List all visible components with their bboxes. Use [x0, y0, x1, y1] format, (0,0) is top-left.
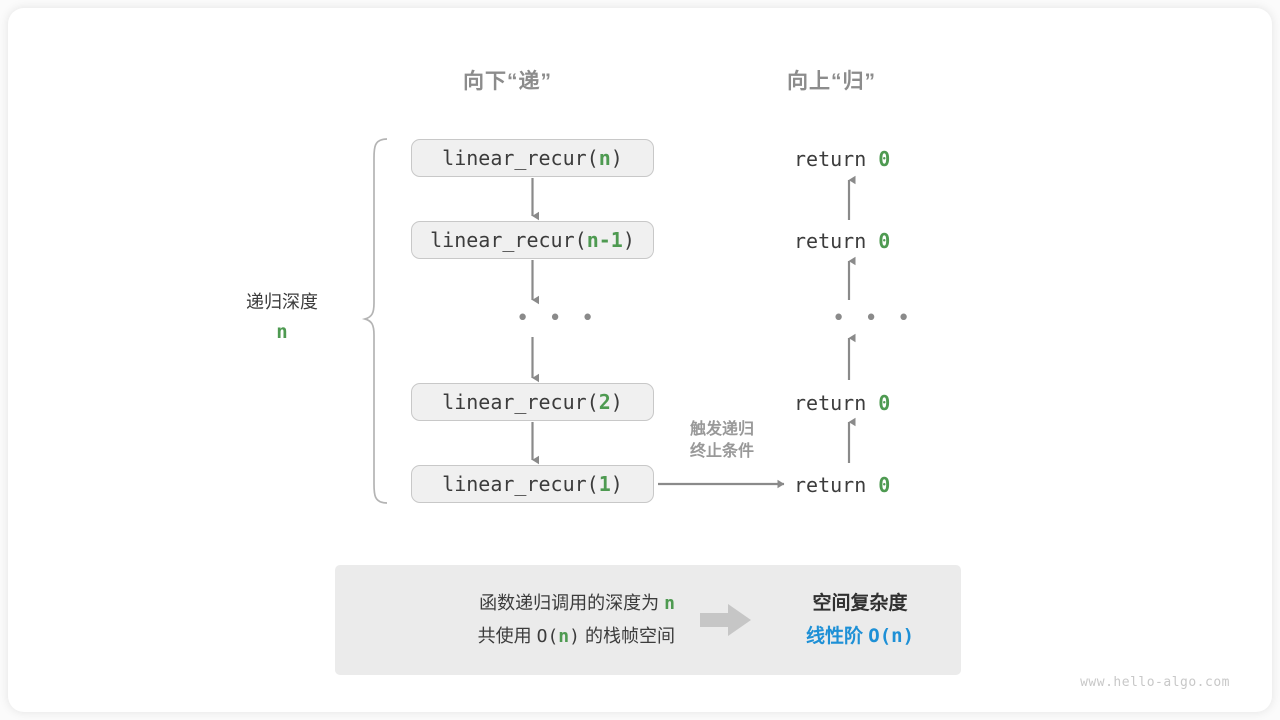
call-prefix: linear_recur( — [442, 146, 599, 170]
summary-line-2: 共使用 O(n) 的栈帧空间 — [335, 620, 675, 653]
call-suffix: ) — [610, 390, 623, 414]
return-value: 0 — [878, 229, 891, 253]
return-keyword: return — [794, 473, 867, 497]
recursion-depth-label: 递归深度 n — [198, 289, 366, 346]
call-suffix: ) — [610, 146, 623, 170]
call-prefix: linear_recur( — [442, 472, 599, 496]
call-frame-box: linear_recur(n) — [411, 139, 654, 177]
call-suffix: ) — [610, 472, 623, 496]
return-statement: return 0 — [794, 147, 890, 171]
summary-line-2-close: ) — [569, 626, 580, 647]
return-statement: return 0 — [794, 473, 890, 497]
summary-line-2-text: 共使用 — [477, 626, 532, 646]
return-keyword: return — [794, 391, 867, 415]
column-header-ascend: 向上“归” — [787, 70, 876, 93]
call-arg: 1 — [598, 472, 611, 496]
call-arg: 2 — [598, 390, 611, 414]
summary-line-1-text: 函数递归调用的深度为 — [479, 593, 660, 613]
complexity-title: 空间复杂度 — [812, 593, 908, 614]
call-arg: n — [598, 146, 611, 170]
recursion-depth-text: 递归深度 — [246, 292, 318, 312]
return-value: 0 — [878, 391, 891, 415]
summary-description: 函数递归调用的深度为 n 共使用 O(n) 的栈帧空间 — [335, 587, 693, 653]
depth-brace — [361, 138, 388, 504]
ellipsis-ascend: • • • — [832, 306, 914, 331]
complexity-notation: O(n) — [868, 625, 915, 647]
base-case-line-2: 终止条件 — [689, 443, 754, 460]
summary-line-2-o: O( — [536, 626, 559, 647]
recursion-depth-value: n — [276, 321, 288, 343]
column-header-descend: 向下“递” — [463, 70, 552, 93]
return-keyword: return — [794, 229, 867, 253]
call-arg: n-1 — [586, 228, 623, 252]
summary-line-1-n: n — [664, 593, 675, 614]
return-value: 0 — [878, 147, 891, 171]
summary-conclusion: 空间复杂度 线性阶 O(n) — [759, 587, 961, 653]
complexity-summary-panel: 函数递归调用的深度为 n 共使用 O(n) 的栈帧空间 空间复杂度 线性阶 — [335, 565, 961, 675]
return-statement: return 0 — [794, 229, 890, 253]
base-case-line-1: 触发递归 — [689, 421, 754, 438]
base-case-annotation: 触发递归 终止条件 — [662, 419, 782, 463]
summary-line-1: 函数递归调用的深度为 n — [335, 587, 675, 620]
ellipsis-descend: • • • — [516, 306, 598, 331]
complexity-order-label: 线性阶 — [805, 626, 863, 647]
complexity-value: 线性阶 O(n) — [759, 620, 961, 653]
watermark-url: www.hello-algo.com — [1080, 675, 1230, 690]
return-keyword: return — [794, 147, 867, 171]
call-frame-box: linear_recur(n-1) — [411, 221, 654, 259]
call-prefix: linear_recur( — [430, 228, 587, 252]
implies-arrow-icon — [693, 603, 759, 637]
call-frame-box: linear_recur(1) — [411, 465, 654, 503]
summary-line-2-n: n — [558, 626, 570, 647]
call-suffix: ) — [622, 228, 635, 252]
call-frame-box: linear_recur(2) — [411, 383, 654, 421]
diagram-card: 向下“递” 向上“归” 递归深度 n linear_recur(n) linea… — [8, 8, 1272, 712]
return-value: 0 — [878, 473, 891, 497]
call-prefix: linear_recur( — [442, 390, 599, 414]
return-statement: return 0 — [794, 391, 890, 415]
summary-line-2-tail: 的栈帧空间 — [585, 626, 675, 646]
